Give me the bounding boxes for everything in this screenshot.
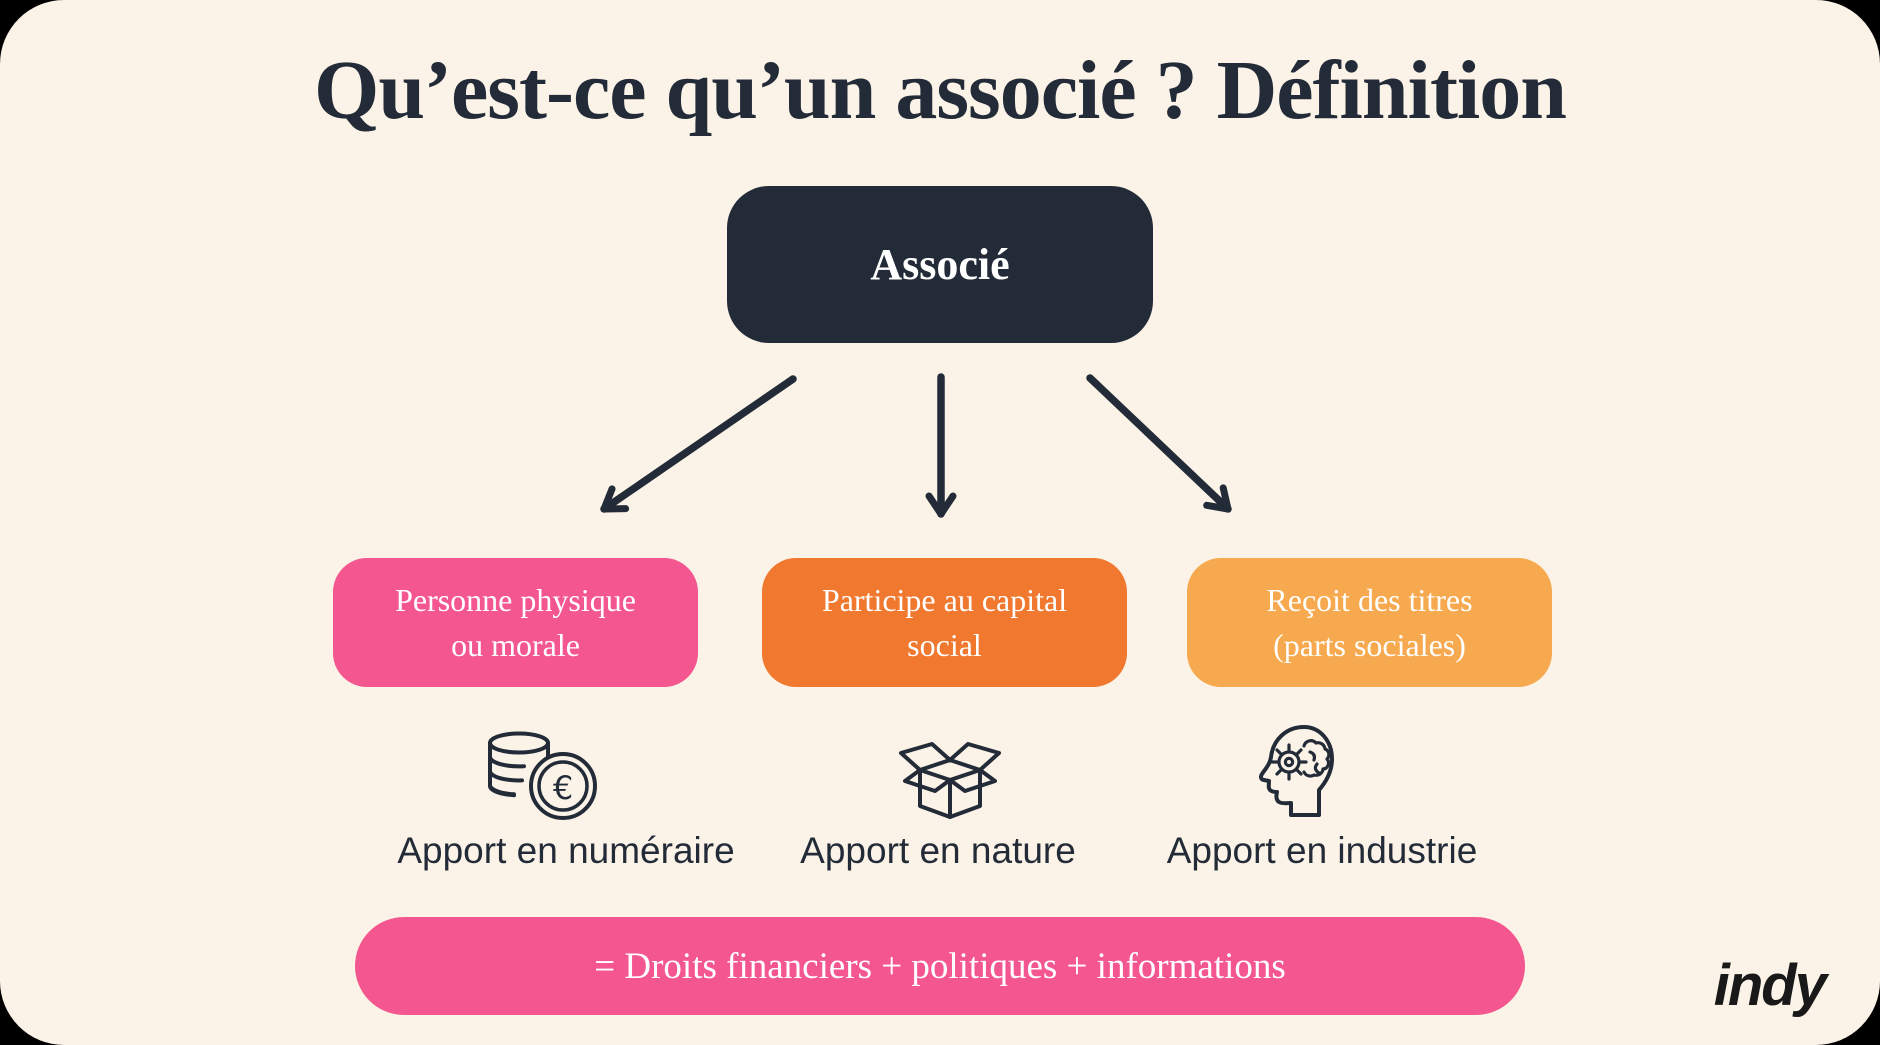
root-node-label: Associé [870,240,1010,289]
summary-banner-label: = Droits financiers + politiques + infor… [594,945,1286,987]
summary-banner: = Droits financiers + politiques + infor… [355,917,1525,1015]
branch-personne-physique: Personne physique ou morale [333,558,698,687]
open-box-icon [899,742,1001,819]
root-node-associe: Associé [727,186,1153,343]
euro-coins-icon: € [488,731,597,820]
arrow-right [1086,374,1232,513]
branch-recoit-titres: Reçoit des titres (parts sociales) [1187,558,1552,687]
indy-logo: indy [1713,953,1827,1018]
branch-label: Personne physique ou morale [395,582,636,663]
branch-participe-capital: Participe au capital social [762,558,1127,687]
page-title: Qu’est-ce qu’un associé ? Définition [314,44,1567,137]
contribution-label-nature: Apport en nature [800,830,1076,871]
euro-glyph: € [553,769,573,807]
branch-label: Participe au capital social [821,582,1068,663]
head-gear-brain-icon [1258,725,1334,817]
branch-label: Reçoit des titres (parts sociales) [1266,582,1473,663]
contribution-label-industrie: Apport en industrie [1166,830,1478,871]
contribution-label-numeraire: Apport en numéraire [397,830,735,871]
arrow-left [600,375,797,513]
